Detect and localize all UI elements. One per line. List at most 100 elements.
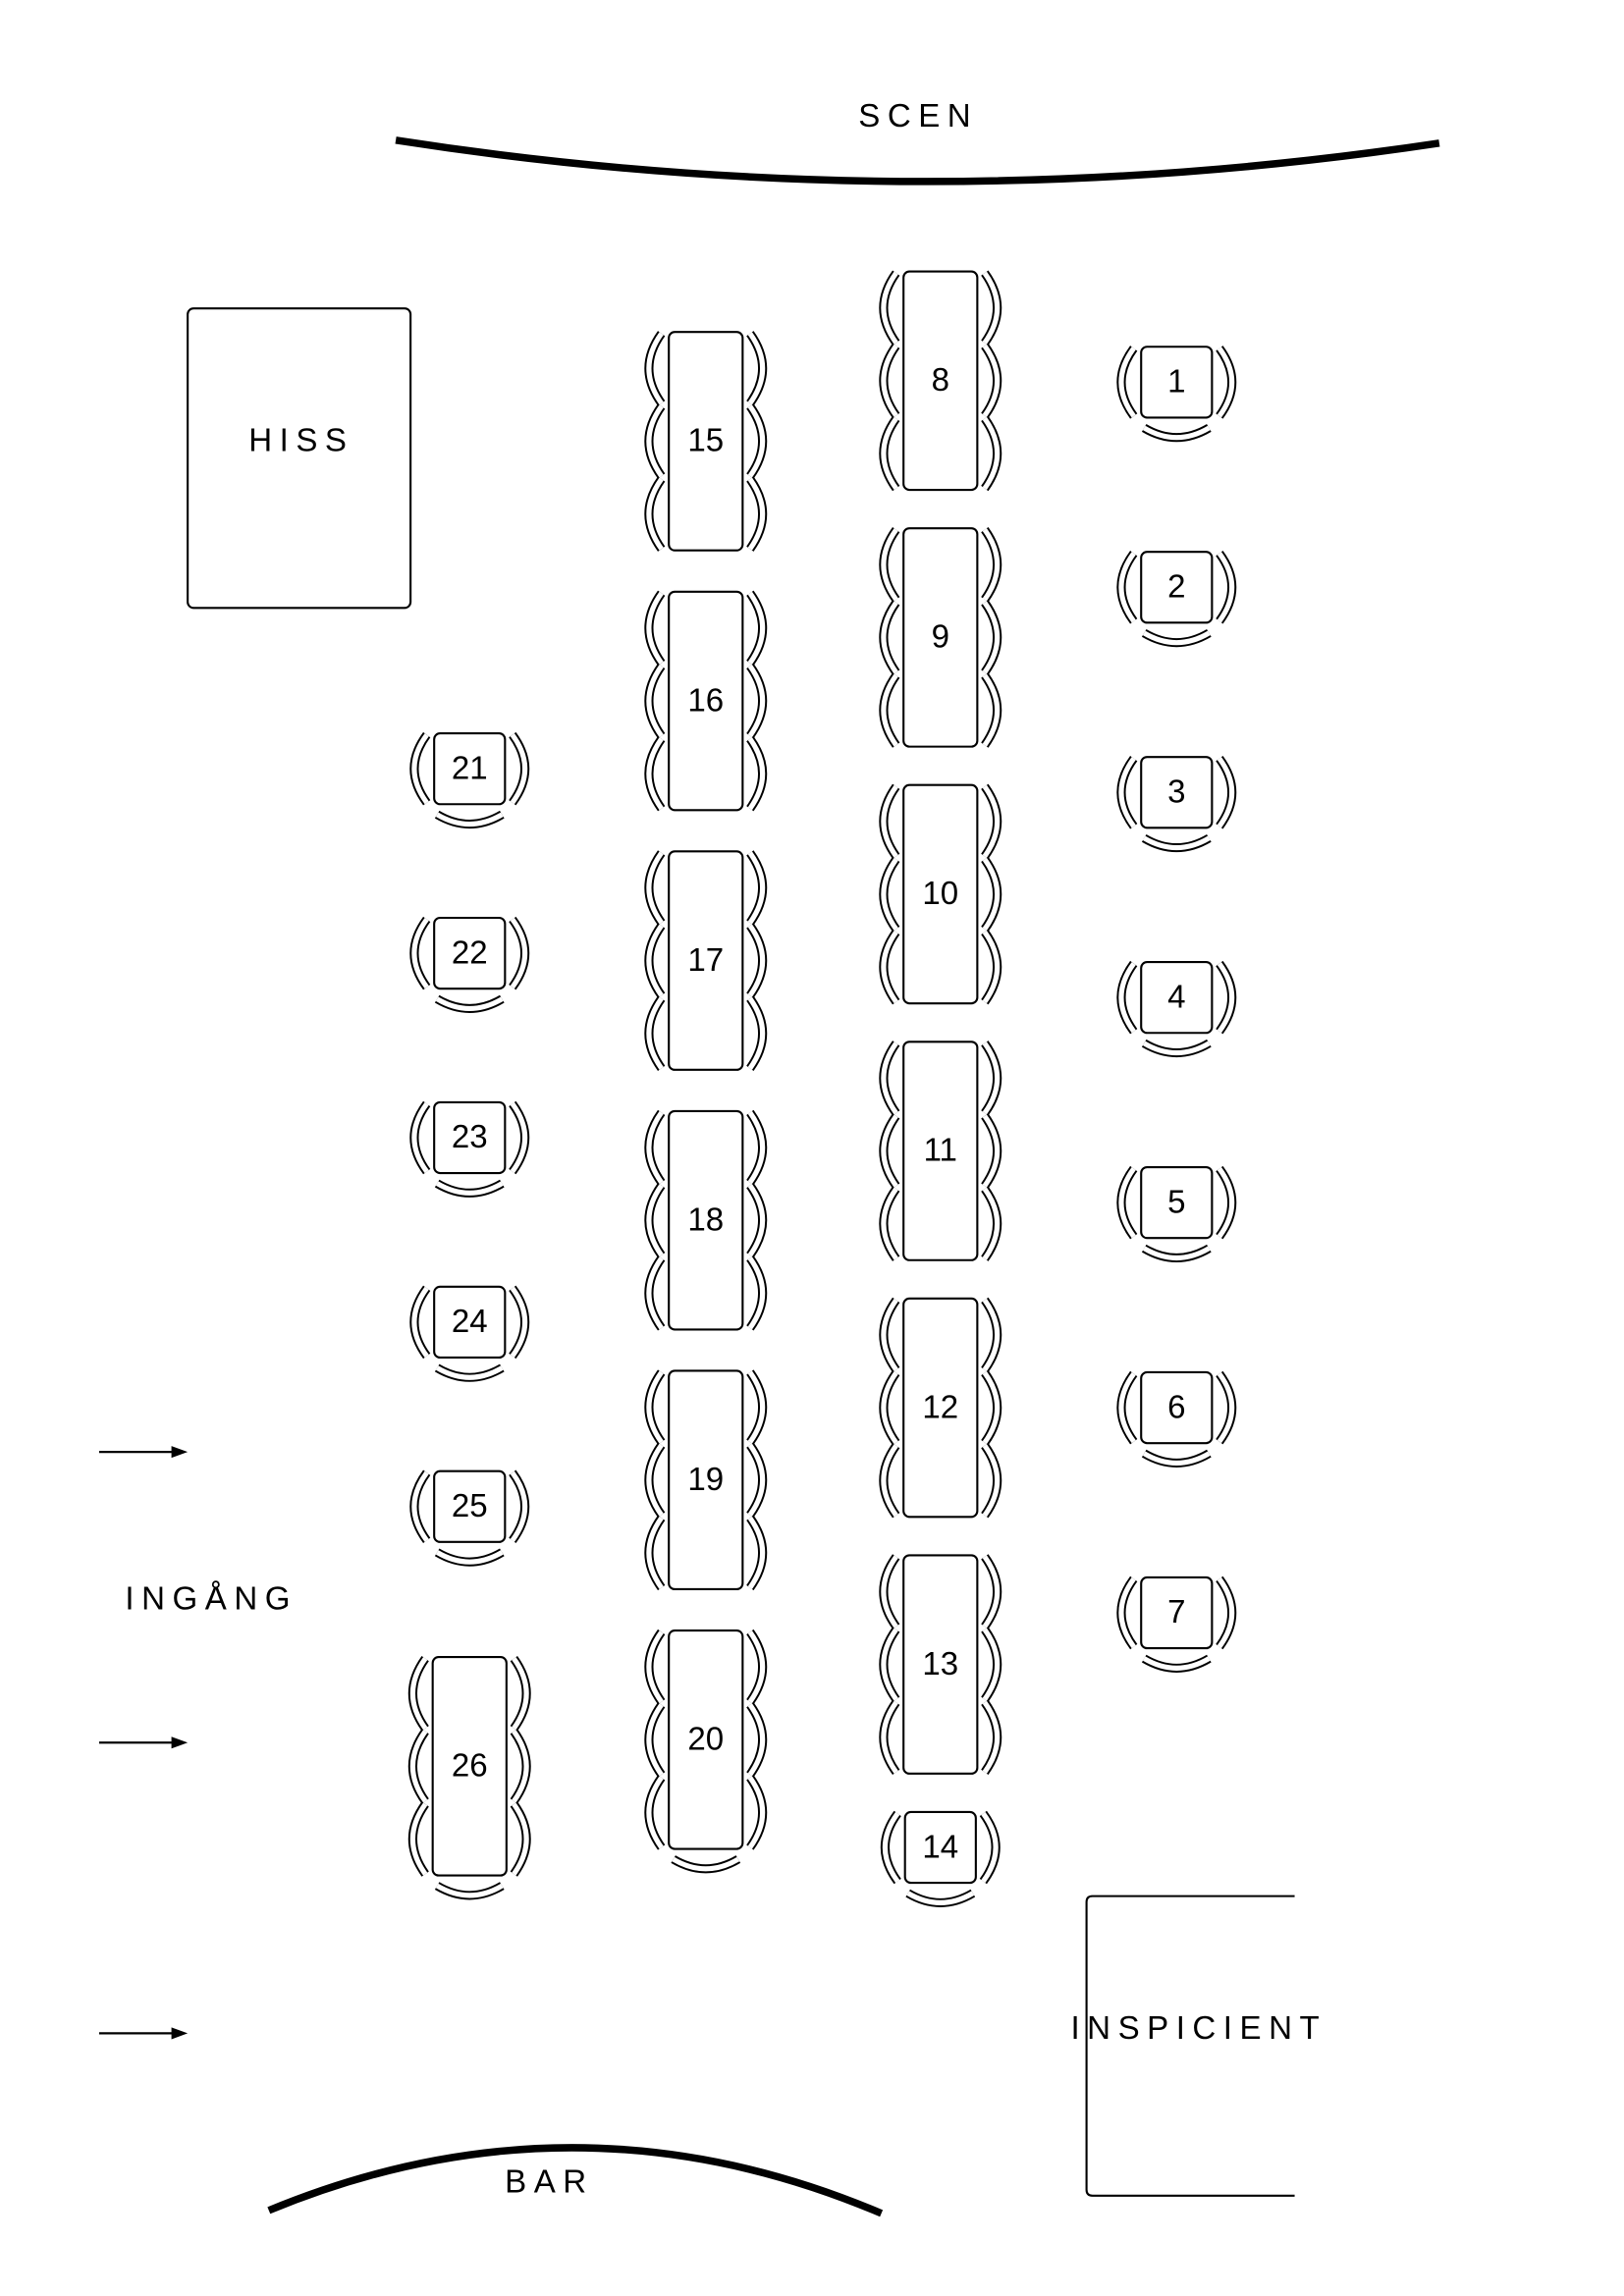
table-1[interactable]: 1	[1116, 346, 1237, 443]
table-4[interactable]: 4	[1116, 960, 1237, 1057]
chair-icon	[644, 1442, 666, 1518]
table-top	[902, 527, 979, 748]
bar-label: BAR	[505, 2163, 594, 2200]
chair-icon	[510, 1801, 531, 1877]
table-top	[1140, 961, 1214, 1035]
table-top	[668, 1369, 744, 1591]
chair-icon	[905, 1889, 976, 1907]
table-number: 17	[687, 942, 724, 979]
table-number: 3	[1167, 774, 1185, 810]
chair-icon	[1141, 833, 1212, 852]
chair-icon	[979, 1810, 1001, 1885]
chair-icon	[644, 923, 666, 998]
chair-icon	[746, 1515, 768, 1591]
table-26[interactable]: 26	[407, 1655, 531, 1900]
chair-icon	[644, 1255, 666, 1331]
chair-icon	[1116, 1370, 1138, 1445]
chair-icon	[746, 1109, 768, 1186]
table-top	[1140, 1165, 1214, 1240]
chair-icon	[746, 1369, 768, 1445]
chair-icon	[1116, 960, 1138, 1035]
table-7[interactable]: 7	[1116, 1575, 1237, 1673]
chair-icon	[879, 1554, 900, 1629]
table-13[interactable]: 13	[879, 1554, 1002, 1775]
chair-icon	[509, 1469, 529, 1544]
chair-icon	[407, 1655, 429, 1732]
table-top	[902, 1554, 979, 1775]
table-12[interactable]: 12	[879, 1297, 1002, 1519]
table-22[interactable]: 22	[409, 916, 529, 1013]
chair-icon	[981, 1041, 1002, 1116]
table-number: 20	[687, 1722, 724, 1758]
chair-icon	[879, 415, 900, 492]
entrance-arrow	[98, 1446, 189, 1459]
chair-icon	[746, 995, 768, 1071]
table-top	[668, 850, 744, 1071]
table-3[interactable]: 3	[1116, 755, 1237, 852]
chair-icon	[981, 672, 1002, 748]
bar-counter	[267, 2144, 884, 2217]
chair-icon	[671, 1855, 741, 1874]
table-number: 19	[687, 1462, 724, 1498]
elevator-label: HISS	[248, 423, 353, 459]
chair-icon	[1141, 1654, 1212, 1673]
table-top	[902, 783, 979, 1005]
table-23[interactable]: 23	[409, 1100, 529, 1198]
table-14[interactable]: 14	[881, 1810, 1001, 1907]
table-top	[433, 732, 507, 806]
table-15[interactable]: 15	[644, 331, 768, 552]
chair-icon	[879, 1186, 900, 1261]
chair-icon	[981, 1297, 1002, 1373]
table-2[interactable]: 2	[1116, 551, 1237, 648]
table-21[interactable]: 21	[409, 731, 529, 828]
chair-icon	[981, 1699, 1002, 1775]
table-number: 21	[452, 750, 488, 786]
table-18[interactable]: 18	[644, 1109, 768, 1331]
chair-icon	[1116, 551, 1138, 624]
chair-icon	[879, 1443, 900, 1519]
chair-icon	[409, 1469, 431, 1544]
table-5[interactable]: 5	[1116, 1165, 1237, 1262]
chair-icon	[434, 1179, 505, 1198]
chair-icon	[879, 929, 900, 1005]
table-number: 18	[687, 1201, 724, 1238]
chair-icon	[981, 1186, 1002, 1261]
chair-icon	[879, 600, 900, 675]
table-8[interactable]: 8	[879, 270, 1002, 492]
chair-icon	[981, 1627, 1002, 1702]
chair-icon	[981, 343, 1002, 419]
chair-icon	[981, 415, 1002, 492]
chair-icon	[746, 1702, 768, 1778]
table-11[interactable]: 11	[879, 1041, 1002, 1261]
table-number: 2	[1167, 569, 1185, 606]
chair-icon	[879, 527, 900, 603]
table-6[interactable]: 6	[1116, 1370, 1237, 1468]
table-19[interactable]: 19	[644, 1369, 768, 1591]
elevator-box	[187, 307, 412, 610]
table-number: 10	[922, 876, 958, 912]
chair-icon	[746, 663, 768, 739]
chair-icon	[746, 923, 768, 998]
table-17[interactable]: 17	[644, 850, 768, 1071]
table-20[interactable]: 20	[644, 1629, 768, 1874]
table-10[interactable]: 10	[879, 783, 1002, 1005]
table-9[interactable]: 9	[879, 527, 1002, 748]
chair-icon	[981, 783, 1002, 859]
chair-icon	[879, 783, 900, 859]
chair-icon	[1216, 960, 1237, 1035]
stage-edge	[395, 136, 1440, 186]
chair-icon	[981, 856, 1002, 933]
chair-icon	[1116, 1165, 1138, 1240]
chair-icon	[510, 1729, 531, 1804]
chair-icon	[879, 1699, 900, 1775]
table-24[interactable]: 24	[409, 1285, 529, 1382]
chair-icon	[434, 994, 505, 1013]
table-top	[1140, 756, 1214, 829]
table-number: 6	[1167, 1389, 1185, 1425]
chair-icon	[644, 1182, 666, 1258]
table-25[interactable]: 25	[409, 1469, 529, 1567]
table-number: 8	[932, 362, 949, 399]
table-16[interactable]: 16	[644, 590, 768, 812]
chair-icon	[746, 1182, 768, 1258]
chair-icon	[746, 1255, 768, 1331]
